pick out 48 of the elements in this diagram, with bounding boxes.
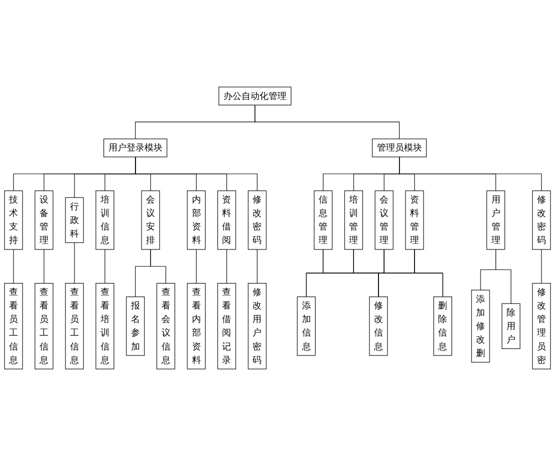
connector xyxy=(541,249,542,284)
node-box: 行政科 xyxy=(65,197,84,243)
connector xyxy=(13,249,14,284)
connector xyxy=(322,249,444,298)
node-box: 添加信息 xyxy=(296,296,316,356)
node-box: 添加修改删 xyxy=(471,290,490,363)
connector xyxy=(74,242,75,284)
node-box: 查看员工信息 xyxy=(65,283,84,370)
node-box: 查看会议信息 xyxy=(156,283,176,370)
node-box: 查看内部资料 xyxy=(186,283,206,370)
node-box: 信息管理 xyxy=(314,190,332,250)
node-box: 内部资料 xyxy=(186,190,206,250)
connector xyxy=(104,249,106,284)
connector xyxy=(353,249,444,298)
node-box: 技术支持 xyxy=(4,190,23,250)
connector xyxy=(256,249,258,284)
node-box: 查看员工信息 xyxy=(34,283,54,370)
node-box: 修改密码 xyxy=(248,190,266,250)
node-box: 删除信息 xyxy=(433,296,452,356)
node-box: 查看借阅记录 xyxy=(217,283,236,370)
node-box: 修改信息 xyxy=(369,296,388,356)
connector xyxy=(384,249,444,298)
node-box: 用户登录模块 xyxy=(104,138,168,158)
connector xyxy=(254,104,400,140)
connector xyxy=(226,249,228,284)
node-box: 修改管理员密 xyxy=(532,283,551,370)
node-box: 资料管理 xyxy=(405,190,424,250)
node-box: 修改用户密码 xyxy=(248,283,266,370)
node-box: 查看培训信息 xyxy=(96,283,114,370)
node-box: 办公自动化管理 xyxy=(218,86,292,106)
connector xyxy=(399,156,542,192)
connector xyxy=(496,249,512,304)
node-box: 除用户 xyxy=(502,303,520,349)
connector xyxy=(150,249,166,284)
connector xyxy=(135,156,258,192)
node-box: 培训信息 xyxy=(96,190,114,250)
node-box: 管理员模块 xyxy=(372,138,427,158)
node-box: 用户管理 xyxy=(486,190,506,250)
connector xyxy=(196,249,197,284)
connector xyxy=(414,249,444,298)
node-box: 报名参加 xyxy=(126,296,145,356)
node-box: 查看员工信息 xyxy=(4,283,23,370)
node-box: 培训管理 xyxy=(344,190,363,250)
node-box: 资料借阅 xyxy=(217,190,236,250)
node-box: 会议管理 xyxy=(374,190,394,250)
node-box: 会议安排 xyxy=(141,190,160,250)
node-box: 设备管理 xyxy=(34,190,54,250)
node-box: 修改密码 xyxy=(532,190,551,250)
